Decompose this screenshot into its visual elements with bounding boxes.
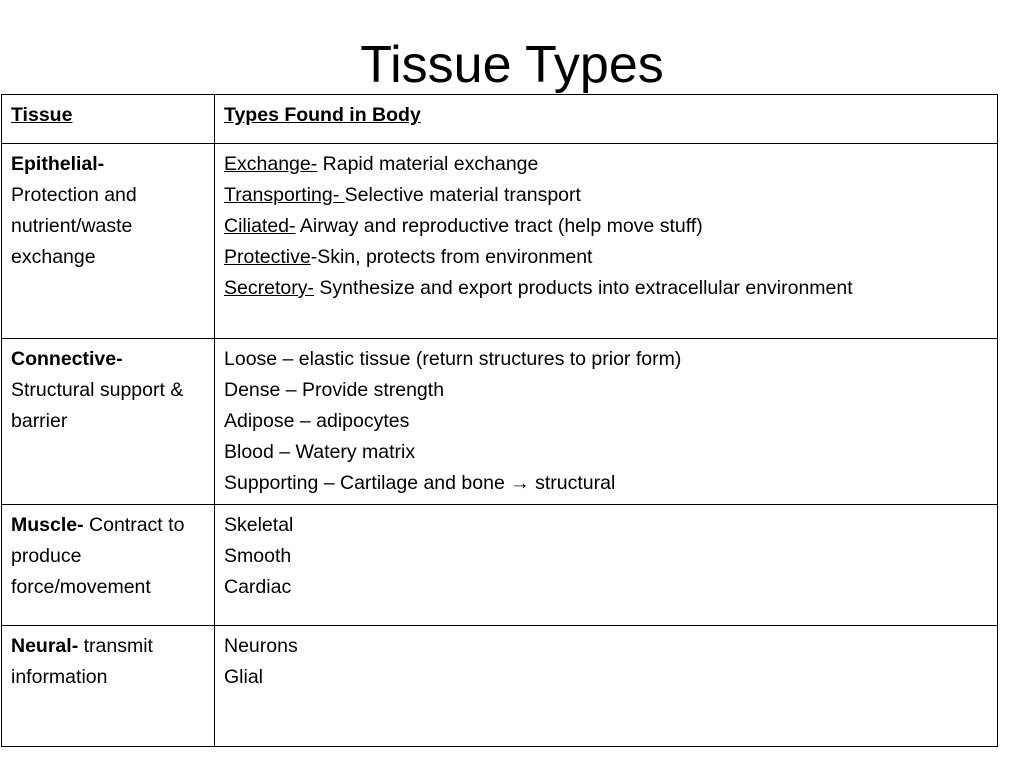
type-line: Glial xyxy=(224,666,264,688)
arrow-right-icon: → xyxy=(510,472,530,494)
type-line: Cardiac xyxy=(224,576,292,598)
table-header-row: Tissue Types Found in Body xyxy=(1,94,998,144)
tissue-table: Tissue Types Found in Body Epithelial- Pr… xyxy=(1,94,998,747)
types-cell: Skeletal Smooth Cardiac xyxy=(214,504,998,626)
tissue-cell: Connective- Structural support & barrier xyxy=(1,338,215,505)
tissue-name: Neural- xyxy=(11,635,79,657)
type-name: Ciliated- xyxy=(224,215,296,237)
tissue-name: Muscle- xyxy=(11,514,84,536)
type-line: Adipose – adipocytes xyxy=(224,410,410,432)
type-line: Smooth xyxy=(224,545,292,567)
type-name: Protective xyxy=(224,246,311,268)
type-name: Secretory- xyxy=(224,277,314,299)
type-line: Loose – elastic tissue (return structure… xyxy=(224,348,682,370)
tissue-cell: Muscle- Contract to produce force/moveme… xyxy=(1,504,215,626)
header-types: Types Found in Body xyxy=(224,104,421,126)
table-row-connective: Connective-Structural support & barrier … xyxy=(1,338,998,505)
type-text: Airway and reproductive tract (help move… xyxy=(295,215,703,237)
type-line: Exchange- Rapid material exchange xyxy=(224,149,988,180)
type-line: Neurons xyxy=(224,635,298,657)
type-line: Secretory- Synthesize and export product… xyxy=(224,273,988,304)
tissue-name: Connective- xyxy=(11,348,123,370)
tissue-description: Protection and nutrient/waste exchange xyxy=(11,184,137,268)
types-cell: Neurons Glial xyxy=(214,625,998,747)
type-text: Selective material transport xyxy=(344,184,581,206)
tissue-name: Epithelial- xyxy=(11,153,105,175)
type-line: Supporting – Cartilage and bone → struct… xyxy=(224,468,988,499)
table-row-epithelial: Epithelial- Protection and nutrient/waste… xyxy=(1,143,998,339)
page-title: Tissue Types xyxy=(360,36,664,94)
type-line: Transporting- Selective material transpo… xyxy=(224,180,988,211)
type-name: Exchange- xyxy=(224,153,318,175)
table-row-neural: Neural- transmit information Neurons Gli… xyxy=(1,625,998,747)
header-cell-types: Types Found in Body xyxy=(214,94,998,144)
tissue-cell: Neural- transmit information xyxy=(1,625,215,747)
tissue-description: transmit information xyxy=(11,635,153,688)
tissue-description: Structural support & barrier xyxy=(11,379,184,432)
tissue-description: Contract to produce force/movement xyxy=(11,514,185,598)
type-line: Blood – Watery matrix xyxy=(224,441,416,463)
type-text: -Skin, protects from environment xyxy=(310,246,593,268)
type-name: Transporting- xyxy=(224,184,345,206)
type-line: Ciliated- Airway and reproductive tract … xyxy=(224,211,988,242)
type-line: Protective-Skin, protects from environme… xyxy=(224,242,988,273)
table-row-muscle: Muscle- Contract to produce force/moveme… xyxy=(1,504,998,626)
type-text: Synthesize and export products into extr… xyxy=(313,277,853,299)
tissue-cell: Epithelial- Protection and nutrient/waste… xyxy=(1,143,215,339)
type-text: Supporting – Cartilage and bone xyxy=(224,472,511,494)
type-line: Skeletal xyxy=(224,514,294,536)
types-cell: Loose – elastic tissue (return structure… xyxy=(214,338,998,505)
type-text: Rapid material exchange xyxy=(317,153,539,175)
types-cell: Exchange- Rapid material exchange Transp… xyxy=(214,143,998,339)
type-text: structural xyxy=(529,472,616,494)
header-cell-tissue: Tissue xyxy=(1,94,215,144)
type-line: Dense – Provide strength xyxy=(224,379,445,401)
header-tissue: Tissue xyxy=(11,104,73,126)
